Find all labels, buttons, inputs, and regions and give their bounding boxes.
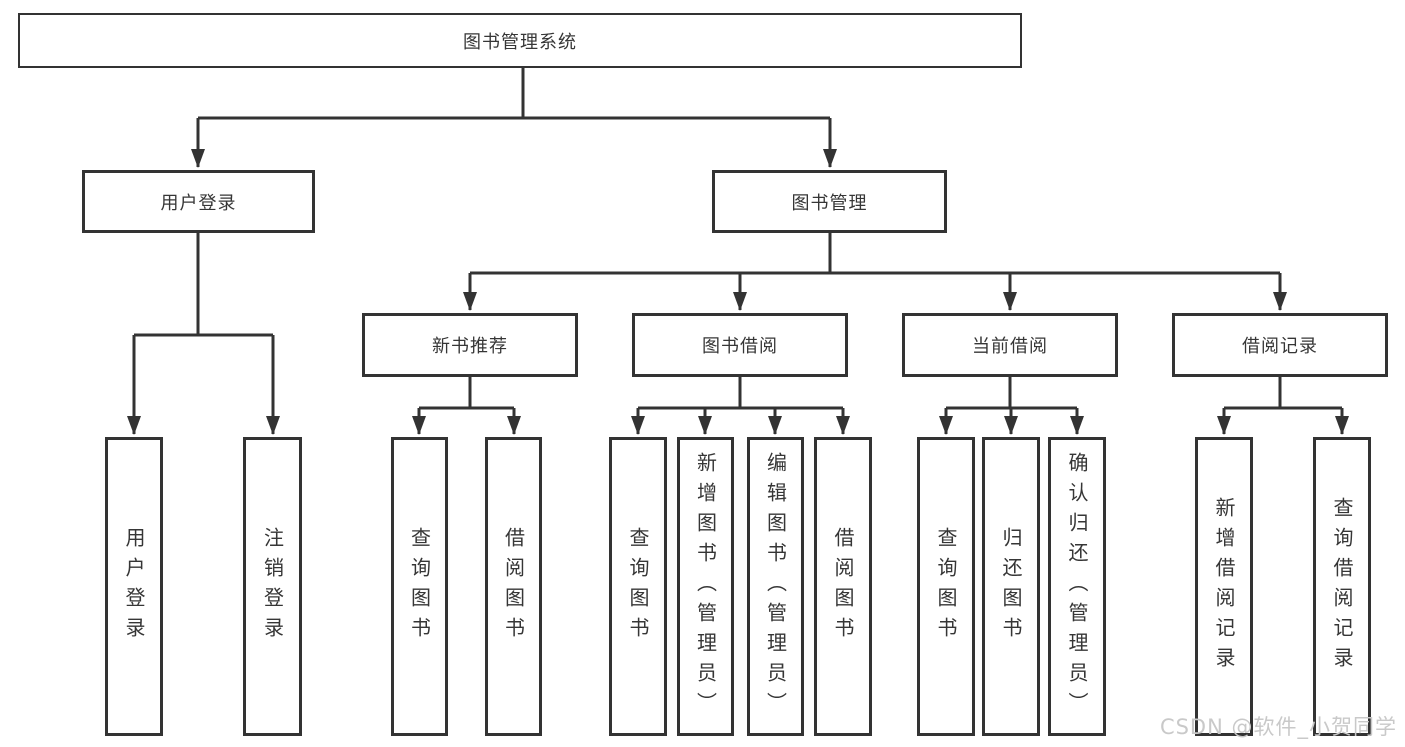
leaf-current-confirm-admin: 确认归还（管理员） — [1048, 437, 1106, 736]
leaf-records-query: 查询借阅记录 — [1313, 437, 1371, 736]
node-new-book-recommend: 新书推荐 — [362, 313, 578, 377]
node-borrow-records: 借阅记录 — [1172, 313, 1388, 377]
leaf-borrow-edit-admin: 编辑图书（管理员） — [747, 437, 804, 736]
leaf-borrow-add-admin: 新增图书（管理员） — [677, 437, 734, 736]
leaf-borrow-borrow: 借阅图书 — [814, 437, 872, 736]
node-book-borrow: 图书借阅 — [632, 313, 848, 377]
node-book-management: 图书管理 — [712, 170, 947, 233]
leaf-current-return: 归还图书 — [982, 437, 1040, 736]
leaf-newbooks-borrow: 借阅图书 — [485, 437, 542, 736]
leaf-user-login: 用户登录 — [105, 437, 163, 736]
node-library-system: 图书管理系统 — [18, 13, 1022, 68]
leaf-newbooks-query: 查询图书 — [391, 437, 448, 736]
node-user-login: 用户登录 — [82, 170, 315, 233]
leaf-records-add: 新增借阅记录 — [1195, 437, 1253, 736]
leaf-borrow-query: 查询图书 — [609, 437, 667, 736]
csdn-watermark: CSDN @软件_小贺同学 — [1159, 715, 1397, 739]
leaf-current-query: 查询图书 — [917, 437, 975, 736]
leaf-logout: 注销登录 — [243, 437, 302, 736]
node-current-borrow: 当前借阅 — [902, 313, 1118, 377]
